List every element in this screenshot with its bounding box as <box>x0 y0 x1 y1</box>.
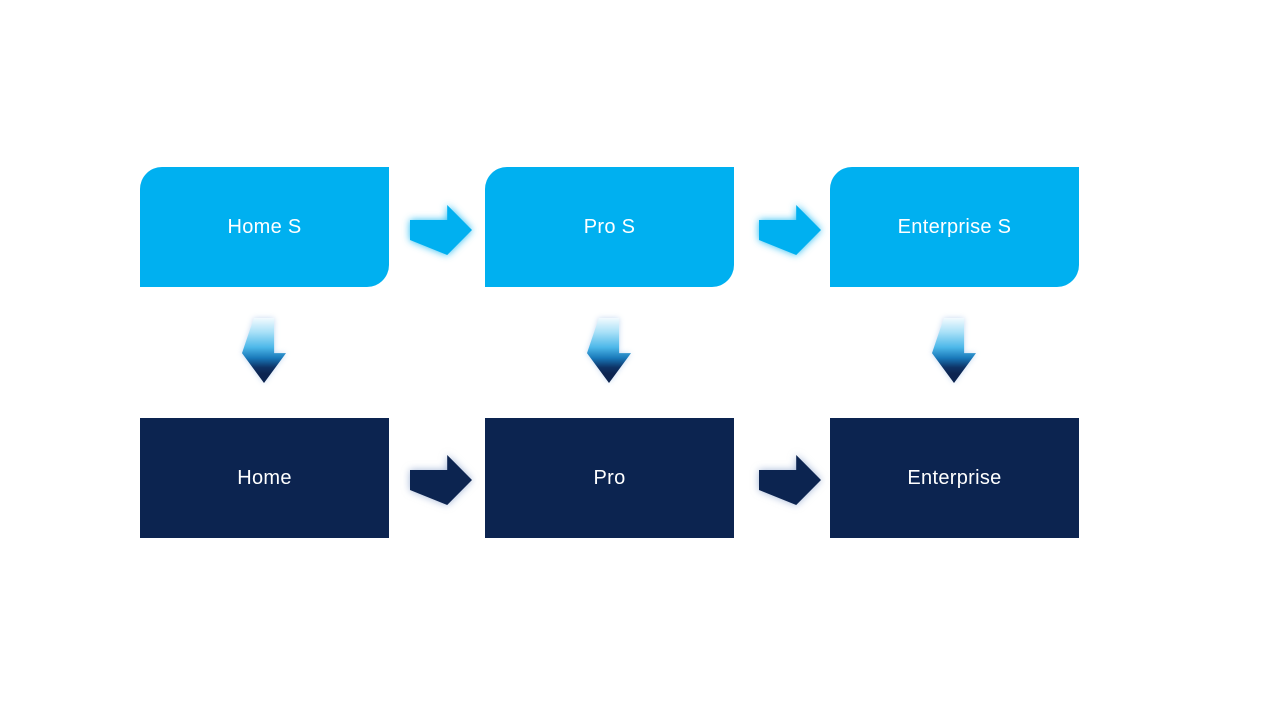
top-box-enterprise-s: Enterprise S <box>830 167 1079 287</box>
bottom-box-enterprise: Enterprise <box>830 418 1079 538</box>
top-box-pro-s-label: Pro S <box>583 215 636 238</box>
down-arrow-icon <box>932 318 976 383</box>
right-arrow-shape <box>759 455 821 505</box>
top-box-home-s: Home S <box>140 167 389 287</box>
down-arrow-icon <box>587 318 631 383</box>
right-arrow-shape <box>759 205 821 255</box>
bottom-box-pro-label: Pro <box>593 466 626 489</box>
bottom-box-home-label: Home <box>237 466 292 489</box>
top-box-home-s-label: Home S <box>227 215 302 238</box>
right-arrow-icon <box>759 455 821 505</box>
top-box-pro-s: Pro S <box>485 167 734 287</box>
down-arrow-shape <box>587 318 631 383</box>
right-arrow-shape <box>410 205 472 255</box>
right-arrow-icon <box>410 455 472 505</box>
right-arrow-icon <box>410 205 472 255</box>
down-arrow-icon <box>242 318 286 383</box>
down-arrow-shape <box>242 318 286 383</box>
down-arrow-shape <box>932 318 976 383</box>
right-arrow-icon <box>759 205 821 255</box>
bottom-box-pro: Pro <box>485 418 734 538</box>
bottom-box-enterprise-label: Enterprise <box>907 466 1002 489</box>
bottom-box-home: Home <box>140 418 389 538</box>
right-arrow-shape <box>410 455 472 505</box>
top-box-enterprise-s-label: Enterprise S <box>897 215 1012 238</box>
